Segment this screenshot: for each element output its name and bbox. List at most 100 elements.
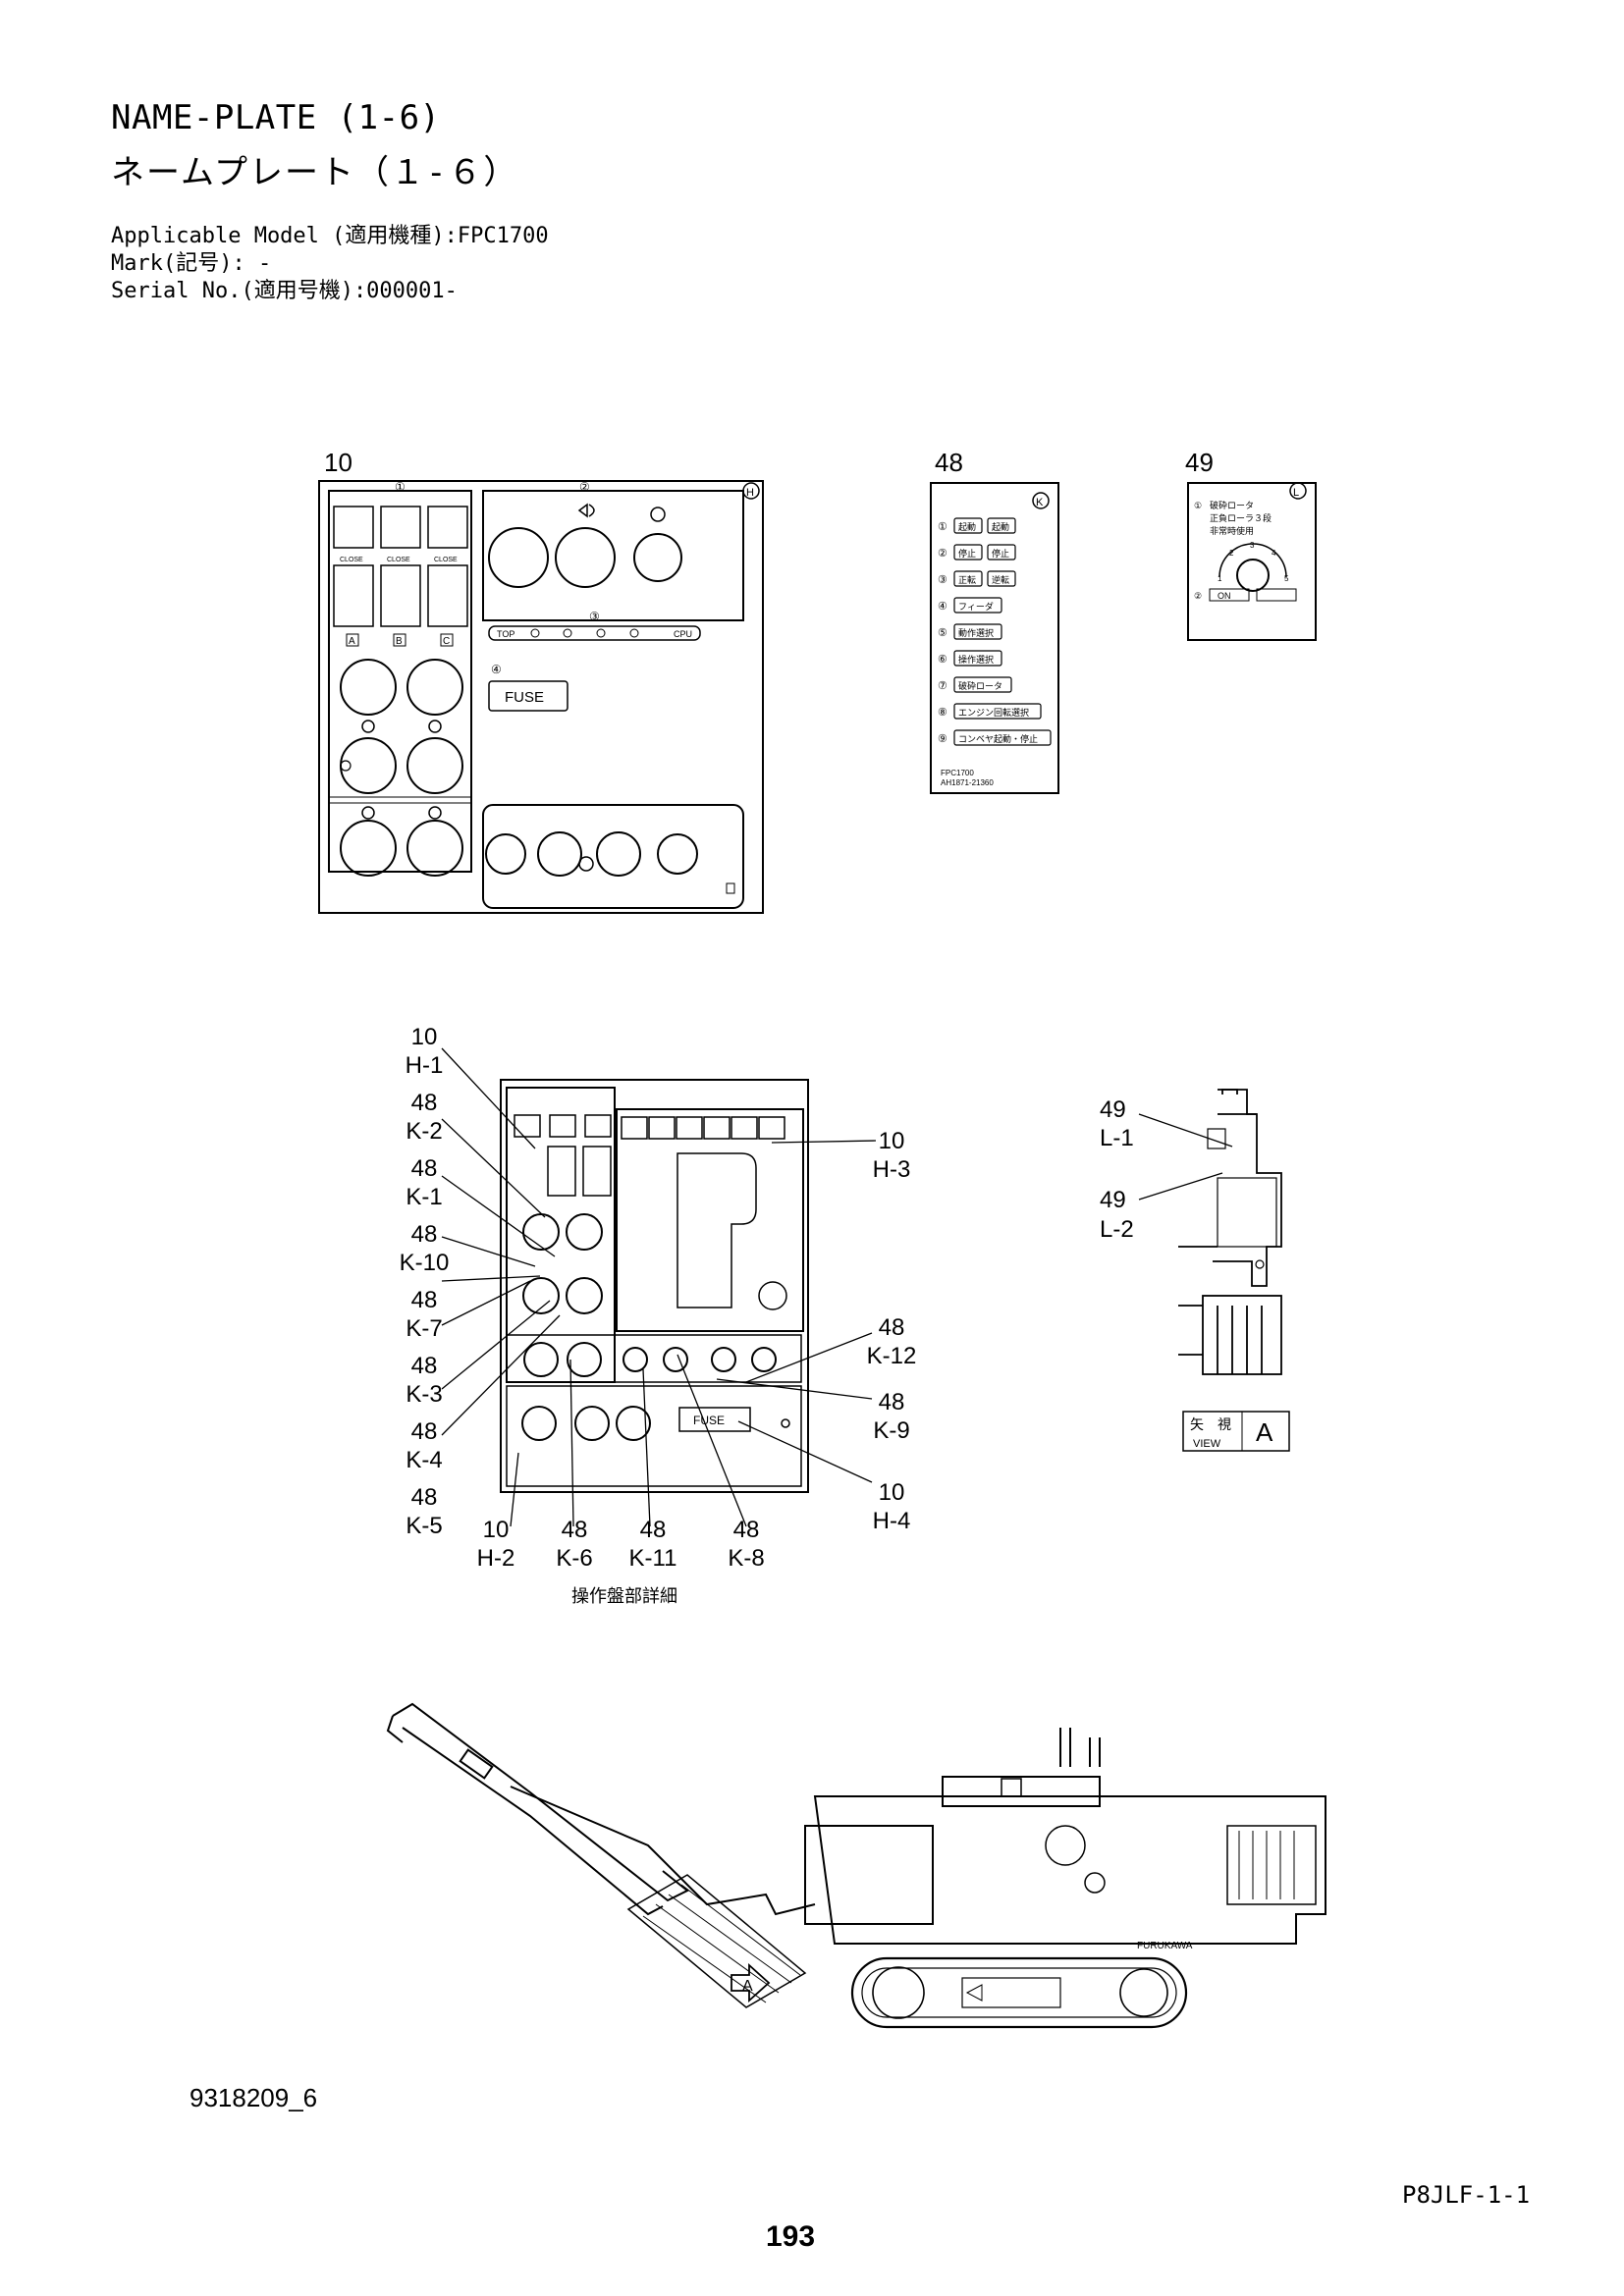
plate-49-item-number: 49 (1185, 448, 1214, 477)
plate-48-item-number: 48 (935, 448, 963, 477)
plate-48-row-box (953, 597, 1002, 614)
strip-top-label: TOP (497, 629, 514, 639)
plate-48-row-box (953, 544, 983, 561)
callout-num: 48 (411, 1353, 438, 1379)
plate-48-row-num: ⑤ (938, 627, 947, 639)
plate-48-row-box (953, 650, 1002, 667)
plate-48-row-text: エンジン回転選択 (958, 707, 1029, 718)
fuse-label: FUSE (505, 689, 544, 706)
plate-48-row-num: ⑥ (938, 654, 947, 666)
plate-48-row-text: 起動 (958, 522, 976, 532)
gauge-letter-a: A (349, 636, 355, 647)
callout-code: K-8 (728, 1545, 764, 1572)
plate-48-row-box (987, 544, 1016, 561)
callout-num: 48 (411, 1155, 438, 1182)
plate-48-row-box (987, 570, 1016, 587)
plate-48-row-box (953, 729, 1052, 746)
callout-num: 48 (562, 1517, 588, 1543)
plate-letter-mark (742, 482, 760, 500)
plate-48-footer-model: FPC1700 (941, 769, 974, 777)
callout-num: 10 (879, 1479, 905, 1506)
view-a-callouts (1138, 1113, 1233, 1201)
plate-48-row-box (953, 517, 983, 534)
strip-cpu-label: CPU (674, 629, 692, 639)
plate-49-dial-5: 5 (1284, 574, 1289, 583)
name-plate-10: 10 H ① ② ③ ④ CLOSE CLOSE CLOSE A B C (318, 448, 764, 914)
plate-48-row-num: ⑨ (938, 733, 947, 745)
view-callout-2-num: 49 (1100, 1187, 1126, 1213)
gauge-label-c: CLOSE (434, 557, 458, 563)
callout-code: K-9 (873, 1417, 909, 1444)
plate-48-row-text: 動作選択 (958, 627, 994, 638)
plate-48-row-box (953, 703, 1042, 720)
plate-10-letter: H (746, 487, 754, 499)
mark-line: Mark(記号): - (111, 251, 272, 276)
applicable-model: Applicable Model (適用機種):FPC1700 (111, 224, 549, 248)
plate-48-row-num: ④ (938, 601, 947, 613)
view-a-label: 矢 視 VIEW A (1182, 1411, 1290, 1452)
callout-code: H-2 (477, 1545, 515, 1572)
crusher-machine (386, 1702, 1326, 2029)
callout-code: K-12 (867, 1343, 917, 1369)
operation-panel (500, 1079, 809, 1493)
panel-fuse-label: FUSE (693, 1414, 725, 1427)
callout-code: H-4 (873, 1508, 911, 1534)
plate-48-row-num: ② (938, 548, 947, 560)
gauge-label-a: CLOSE (340, 557, 363, 563)
callout-num: 48 (640, 1517, 667, 1543)
plate-10-num-3: ③ (589, 610, 600, 623)
callout-num: 10 (879, 1128, 905, 1154)
callout-code: K-3 (406, 1381, 442, 1408)
callout-code: K-11 (629, 1545, 677, 1572)
callout-code: H-3 (873, 1156, 911, 1183)
plate-48-row-num: ① (938, 521, 947, 533)
callout-num: 48 (411, 1287, 438, 1313)
view-label-letter: A (1256, 1417, 1273, 1447)
plate-10-num-4: ④ (491, 663, 502, 676)
plate-48-footer-code: AH1871-21360 (941, 778, 994, 787)
plate-49-texts: ① 破砕ロータ 正負ローラ３段 非常時使用 1 2 3 4 5 ② ON (1194, 500, 1289, 601)
plate-49-dial-4: 4 (1272, 549, 1276, 558)
callout-code: K-5 (406, 1513, 442, 1539)
plate-48-row-num: ③ (938, 574, 947, 586)
page-number: 193 (766, 2220, 816, 2253)
callout-code: K-10 (400, 1250, 450, 1276)
view-callout-2-code: L-2 (1100, 1216, 1134, 1243)
callout-num: 48 (411, 1221, 438, 1248)
page-code: P8JLF-1-1 (1402, 2181, 1531, 2209)
plate-48-footer: FPC1700 AH1871-21360 (941, 769, 994, 787)
plate-48-row-box (953, 570, 983, 587)
callout-num: 48 (411, 1418, 438, 1445)
view-arrow-letter: A (742, 1978, 753, 1995)
serial-number: Serial No.(適用号機):000001- (111, 279, 458, 303)
plate-48-row-text: 操作選択 (958, 654, 994, 665)
page-title: NAME-PLATE (1-6) (111, 98, 441, 137)
callout-code: K-7 (406, 1315, 442, 1342)
name-plate-49: 49 L (1185, 448, 1317, 641)
name-plate-48: 48 K (930, 448, 1059, 794)
gauge-letter-c: C (443, 636, 450, 647)
view-callout-1-code: L-1 (1100, 1125, 1134, 1151)
gauge-label-b: CLOSE (387, 557, 410, 563)
plate-49-dial-2: 2 (1229, 549, 1234, 558)
plate-48-row-text: 破砕ロータ (958, 680, 1002, 691)
callouts-left: 10H-148K-248K-148K-1048K-748K-348K-448K-… (400, 1024, 450, 1539)
view-label-jp: 矢 視 (1190, 1416, 1231, 1432)
callout-code: H-1 (406, 1052, 444, 1079)
plate-10-num-1: ① (395, 480, 406, 494)
plate-49-num-2: ② (1194, 591, 1202, 601)
plate-48-row-text: 停止 (992, 548, 1009, 559)
plate-48-row-box (953, 623, 1002, 640)
plate-10-num-2: ② (579, 480, 590, 494)
plate-48-row-text: 逆転 (992, 574, 1009, 585)
callout-num: 10 (483, 1517, 510, 1543)
plate-48-row-box (987, 517, 1016, 534)
callout-num: 10 (411, 1024, 438, 1050)
plate-49-line-3: 非常時使用 (1210, 525, 1254, 536)
plate-49-button-label: ON (1218, 591, 1231, 601)
plate-48-row-text: コンベヤ起動・停止 (958, 733, 1038, 744)
plate-48-row-num: ⑦ (938, 680, 947, 692)
